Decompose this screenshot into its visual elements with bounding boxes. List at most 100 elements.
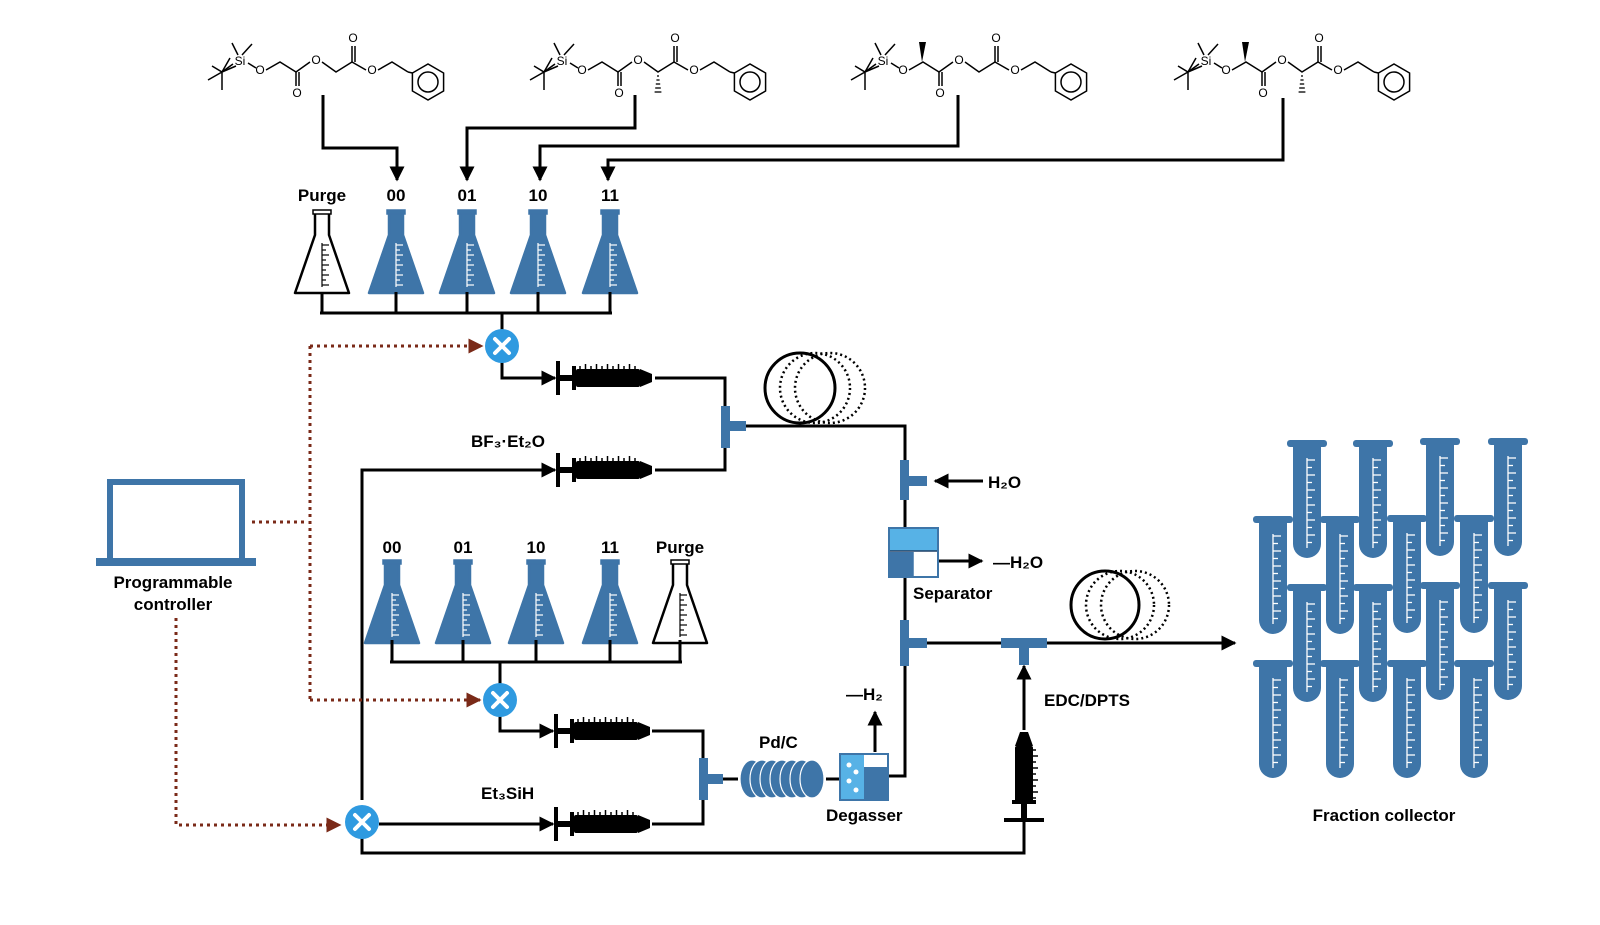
- monomer-feed-lines: [321, 95, 1285, 182]
- fraction-collector-rack: [1253, 438, 1528, 778]
- syringe-icon: [554, 807, 650, 841]
- atom-label: O: [1221, 63, 1230, 77]
- bottom-flask-11: [581, 559, 639, 645]
- h2-out-label: —H₂: [846, 685, 883, 704]
- atom-label: O: [670, 31, 679, 45]
- atom-label: O: [367, 63, 376, 77]
- top-flask-10: [509, 209, 567, 295]
- atom-label: Si: [878, 54, 889, 68]
- bottom-flask-row: 00 01 10 11 Purge: [363, 538, 709, 645]
- syringe-icon: [556, 453, 652, 487]
- top-flask-00: [367, 209, 425, 295]
- et3sih-label: Et₃SiH: [481, 784, 534, 803]
- test-tube-icon: [1320, 660, 1360, 778]
- h2o-out-label: —H₂O: [993, 553, 1043, 572]
- valve-icon: [483, 683, 517, 717]
- top-flask-11: [581, 209, 639, 295]
- atom-label: O: [292, 86, 301, 100]
- reactor-coil-2: [1069, 569, 1171, 641]
- catalyst-disc: [799, 759, 825, 799]
- degasser-unit: [839, 753, 889, 801]
- atom-label: O: [1277, 53, 1286, 67]
- top-flask-purge: [293, 209, 351, 295]
- atom-label: O: [311, 53, 320, 67]
- atom-label: O: [255, 63, 264, 77]
- flow-lines: [360, 362, 1235, 855]
- bottom-flask-01: [434, 559, 492, 645]
- syringe-icon: [556, 361, 652, 395]
- top-flask-01: [438, 209, 496, 295]
- atom-label: O: [1010, 63, 1019, 77]
- test-tube-icon: [1420, 438, 1460, 556]
- test-tube-icon: [1454, 660, 1494, 778]
- atom-label: O: [898, 63, 907, 77]
- atom-label: O: [633, 53, 642, 67]
- laptop-icon: [96, 479, 256, 566]
- valve-icon: [485, 329, 519, 363]
- degasser-label: Degasser: [826, 806, 903, 825]
- test-tube-icon: [1353, 440, 1393, 558]
- top-flask-label: 10: [529, 186, 548, 205]
- valve-icon: [345, 805, 379, 839]
- atom-label: Si: [1201, 54, 1212, 68]
- atom-label: O: [614, 86, 623, 100]
- atom-label: Si: [557, 54, 568, 68]
- atom-label: O: [1314, 31, 1323, 45]
- h2o-in-label: H₂O: [988, 473, 1021, 492]
- top-flask-label: 11: [601, 186, 619, 205]
- bf3-label: BF₃·Et₂O: [471, 432, 545, 451]
- top-flask-row: Purge 00 01 10 11: [293, 186, 639, 295]
- pd-c-cartridge: [739, 759, 825, 799]
- test-tube-icon: [1387, 515, 1427, 633]
- bottom-flask-10: [507, 559, 565, 645]
- bottom-flask-label: Purge: [656, 538, 704, 557]
- atom-label: O: [1258, 86, 1267, 100]
- top-manifold: [320, 292, 612, 333]
- control-lines: [174, 338, 484, 833]
- controller-label-line2: controller: [134, 595, 213, 614]
- test-tube-icon: [1253, 516, 1293, 634]
- selector-valves: [345, 329, 519, 839]
- atom-label: O: [1333, 63, 1342, 77]
- test-tube-icon: [1420, 582, 1460, 700]
- atom-label: O: [689, 63, 698, 77]
- bottom-flask-label: 11: [601, 538, 619, 557]
- syringe-pumps: [554, 361, 1044, 841]
- separator-unit: [888, 527, 939, 578]
- bottom-flask-00: [363, 559, 421, 645]
- test-tube-icon: [1287, 440, 1327, 558]
- controller-label-line1: Programmable: [113, 573, 232, 592]
- bottom-flask-label: 00: [383, 538, 402, 557]
- bottom-flask-label: 10: [527, 538, 546, 557]
- tee-junctions: [699, 406, 1047, 800]
- top-flask-label: Purge: [298, 186, 346, 205]
- bottom-manifold: [390, 640, 682, 687]
- syringe-icon: [554, 714, 650, 748]
- pdc-label: Pd/C: [759, 733, 798, 752]
- test-tube-icon: [1454, 515, 1494, 633]
- separator-label: Separator: [913, 584, 993, 603]
- atom-label: O: [577, 63, 586, 77]
- atom-label: O: [935, 86, 944, 100]
- test-tube-icon: [1488, 438, 1528, 556]
- bottom-flask-purge: [651, 559, 709, 645]
- test-tube-icon: [1387, 660, 1427, 778]
- edc-dpts-label: EDC/DPTS: [1044, 691, 1130, 710]
- bottom-flask-label: 01: [454, 538, 473, 557]
- atom-label: O: [954, 53, 963, 67]
- reactor-coil-1: [763, 351, 867, 425]
- top-flask-label: 00: [387, 186, 406, 205]
- test-tube-icon: [1488, 582, 1528, 700]
- atom-label: O: [348, 31, 357, 45]
- test-tube-icon: [1253, 660, 1293, 778]
- atom-label: O: [991, 31, 1000, 45]
- top-flask-label: 01: [458, 186, 477, 205]
- test-tube-icon: [1320, 516, 1360, 634]
- test-tube-icon: [1353, 584, 1393, 702]
